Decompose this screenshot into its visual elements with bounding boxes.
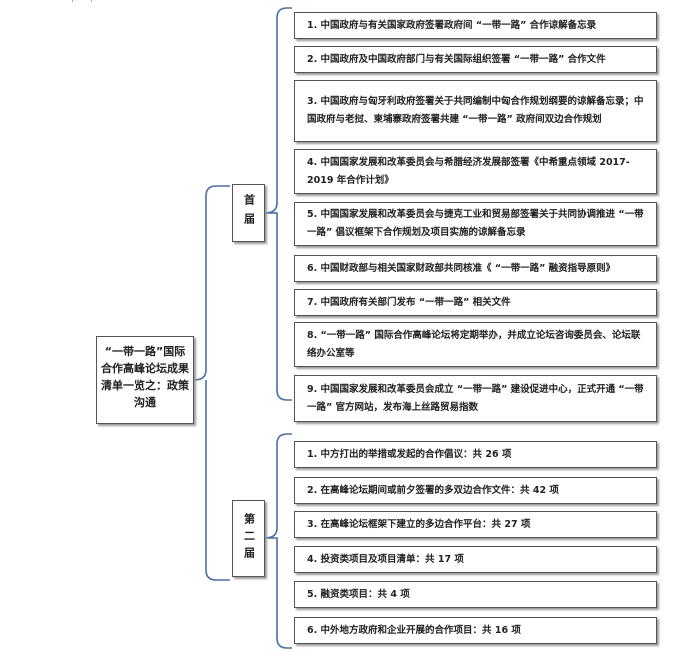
root-label: “一带一路”国际合作高峰论坛成果清单一览之：政策沟通 [101, 345, 189, 409]
first-item: 7. 中国政府有关部门发布 “一带一路” 相关文件 [294, 289, 657, 316]
first-item: 3. 中国政府与匈牙利政府签署关于共同编制中匈合作规划纲要的谅解备忘录；中国政府… [294, 80, 657, 142]
second-item: 3. 在高峰论坛框架下建立的多边合作平台：共 27 项 [294, 511, 657, 538]
second-item: 6. 中外地方政府和企业开展的合作项目：共 16 项 [294, 617, 657, 644]
first-item: 6. 中国财政部与相关国家财政部共同核准《 “一带一路” 融资指导原则》 [294, 255, 657, 282]
page-corner-mark [72, 0, 92, 2]
root-brace [193, 185, 230, 581]
first-item: 5. 中国国家发展和改革委员会与捷克工业和贸易部签署关于共同协调推进 “一带一路… [294, 202, 657, 246]
first-item: 4. 中国国家发展和改革委员会与希腊经济发展部签署《中希重点领域 2017-20… [294, 149, 657, 194]
group-second-label: 第二届 [242, 513, 256, 564]
group-first-label: 首届 [242, 194, 256, 232]
second-item: 5. 融资类项目：共 4 项 [294, 581, 657, 608]
first-item: 9. 中国国家发展和改革委员会成立 “一带一路” 建设促进中心，正式开通 “一带… [294, 375, 657, 422]
second-item: 4. 投资类项目及项目清单：共 17 项 [294, 546, 657, 573]
second-item: 2. 在高峰论坛期间或前夕签署的多双边合作文件：共 42 项 [294, 477, 657, 504]
group1-brace [264, 7, 292, 401]
root-node: “一带一路”国际合作高峰论坛成果清单一览之：政策沟通 [96, 336, 194, 424]
group2-brace [264, 433, 292, 649]
group-second: 第二届 [232, 500, 265, 577]
second-item: 1. 中方打出的举措或发起的合作倡议：共 26 项 [294, 441, 657, 468]
first-item: 1. 中国政府与有关国家政府签署政府间 “一带一路” 合作谅解备忘录 [294, 12, 657, 39]
first-item: 2. 中国政府及中国政府部门与有关国际组织签署 “一带一路” 合作文件 [294, 46, 657, 73]
first-item: 8. “一带一路” 国际合作高峰论坛将定期举办，并成立论坛咨询委员会、论坛联络办… [294, 322, 657, 367]
group-first: 首届 [232, 184, 265, 242]
